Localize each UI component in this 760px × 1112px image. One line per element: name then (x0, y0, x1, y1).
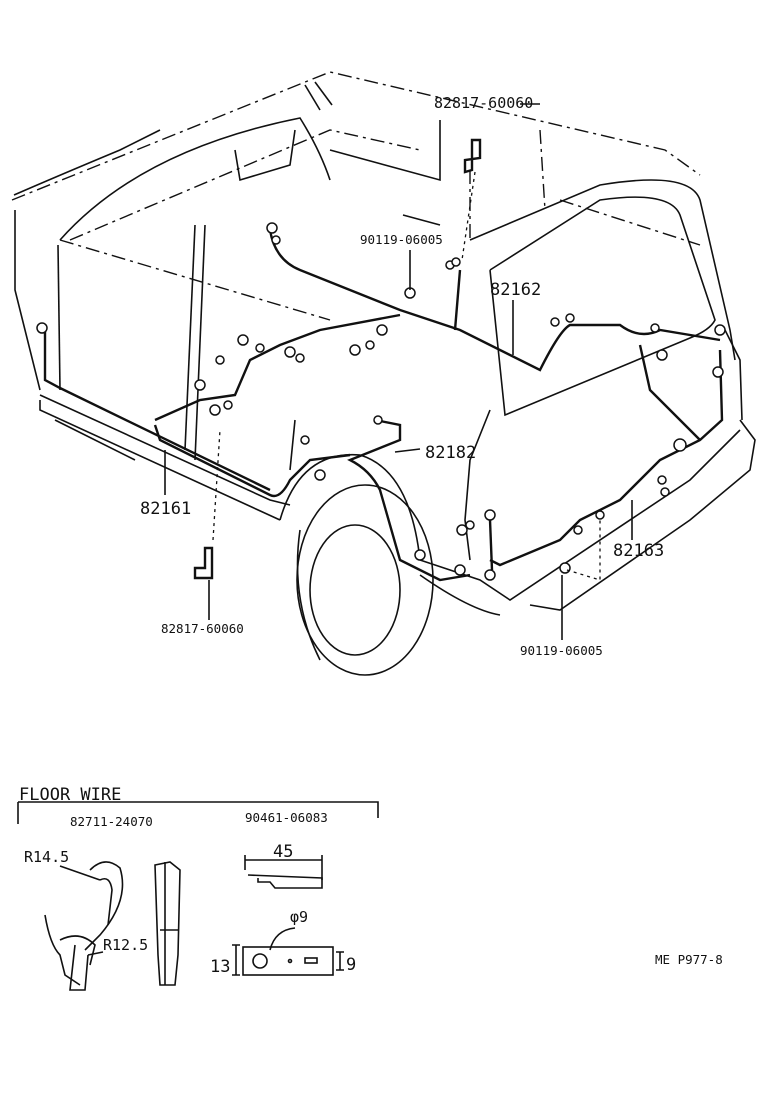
callout-82163: 82163 (613, 541, 664, 561)
rear-wheel (296, 484, 434, 676)
part-clamp-label: 82711-24070 (70, 814, 153, 829)
dim-13: 13 (210, 957, 230, 977)
callout-clip-top: 82817-60060 (434, 94, 533, 112)
callout-bolt-top: 90119-06005 (360, 232, 443, 247)
dim-9: 9 (346, 955, 356, 975)
callout-clip-bottom: 82817-60060 (161, 621, 244, 636)
floor-wire-detail: FLOOR WIRE 82711-24070 90461-06083 R14.5… (17, 785, 379, 991)
wire-harness-82161 (43, 313, 401, 498)
part-clip-label: 90461-06083 (245, 810, 328, 825)
vehicle-body (11, 71, 756, 616)
clip-top-icon (463, 138, 482, 174)
wire-harness-82163 (488, 344, 724, 571)
clamp-icon (44, 861, 181, 991)
wire-harness-82162 (268, 229, 721, 372)
leader-lines (164, 103, 633, 640)
reference-code: ME P977-8 (655, 952, 723, 967)
callout-82182: 82182 (425, 443, 476, 463)
wire-harness-82182 (347, 418, 471, 582)
floor-wire-title: FLOOR WIRE (19, 785, 121, 805)
dim-r145: R14.5 (24, 848, 69, 866)
dim-r125: R12.5 (103, 936, 148, 954)
dim-45: 45 (273, 842, 293, 862)
callout-82161: 82161 (140, 499, 191, 519)
clip-detail-icon (232, 855, 344, 976)
callout-bolt-bottom: 90119-06005 (520, 643, 603, 658)
connectors (36, 222, 726, 581)
callout-82162: 82162 (490, 280, 541, 300)
dim-phi9: φ9 (290, 908, 308, 926)
clip-bottom-icon (193, 546, 214, 580)
